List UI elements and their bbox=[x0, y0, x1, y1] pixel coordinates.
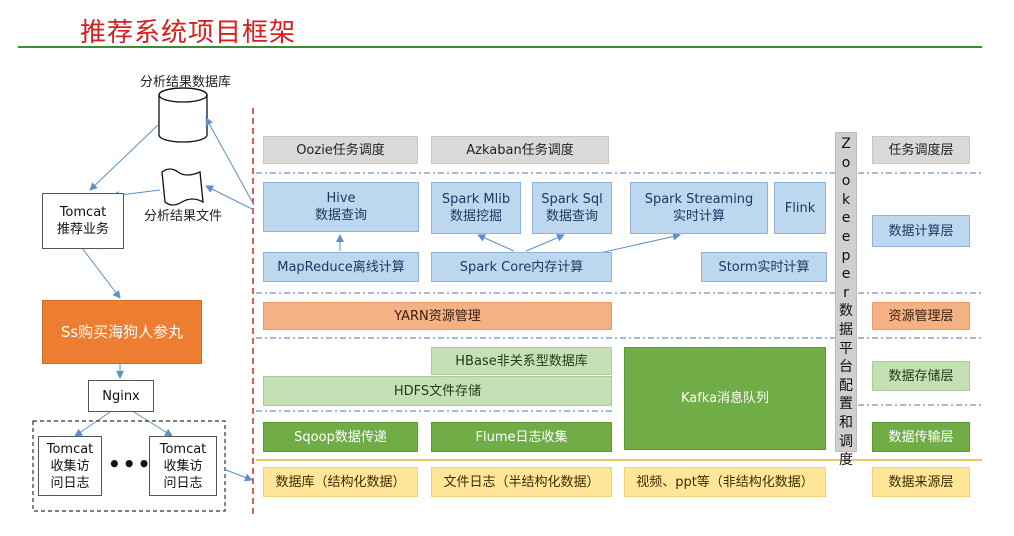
tomcat-log-box-2: Tomcat 收集访 问日志 bbox=[149, 436, 217, 496]
source-layer-label: 数据来源层 bbox=[872, 467, 970, 497]
source-log-box: 文件日志（半结构化数据） bbox=[431, 467, 612, 497]
tomcat-log-box-1: Tomcat 收集访 问日志 bbox=[38, 436, 102, 496]
sqoop-box: Sqoop数据传递 bbox=[263, 422, 418, 452]
database-icon bbox=[158, 87, 208, 143]
source-db-box: 数据库（结构化数据） bbox=[263, 467, 418, 497]
spark-streaming-box: Spark Streaming 实时计算 bbox=[630, 182, 768, 234]
source-video-box: 视频、ppt等（非结构化数据） bbox=[624, 467, 826, 497]
compute-layer-label: 数据计算层 bbox=[872, 215, 970, 247]
tomcat-recommend-box: Tomcat 推荐业务 bbox=[42, 193, 124, 249]
transport-layer-label: 数据传输层 bbox=[872, 422, 970, 452]
kafka-box: Kafka消息队列 bbox=[624, 347, 826, 450]
spark-core-box: Spark Core内存计算 bbox=[431, 252, 612, 282]
hdfs-box: HDFS文件存储 bbox=[263, 376, 612, 406]
app-box: Ss购买海狗人参丸 bbox=[42, 300, 202, 364]
zookeeper-bar: Z o o k e e p e r 数 据 平 台 配 置 和 调 度 bbox=[835, 132, 857, 468]
page-title: 推荐系统项目框架 bbox=[80, 18, 297, 48]
file-icon bbox=[161, 168, 204, 206]
nginx-box: Nginx bbox=[88, 380, 154, 412]
spark-mlib-box: Spark Mlib 数据挖掘 bbox=[431, 182, 521, 234]
title-underline bbox=[18, 46, 982, 48]
storm-box: Storm实时计算 bbox=[701, 252, 827, 282]
schedule-layer-label: 任务调度层 bbox=[872, 136, 970, 164]
database-label: 分析结果数据库 bbox=[140, 75, 232, 90]
hbase-box: HBase非关系型数据库 bbox=[431, 347, 612, 375]
mapreduce-box: MapReduce离线计算 bbox=[263, 252, 419, 282]
hive-box: Hive 数据查询 bbox=[263, 182, 419, 232]
oozie-box: Oozie任务调度 bbox=[263, 136, 418, 164]
ellipsis-dots: ••• bbox=[108, 452, 153, 476]
flume-box: Flume日志收集 bbox=[431, 422, 612, 452]
yarn-box: YARN资源管理 bbox=[263, 302, 612, 330]
spark-sql-box: Spark Sql 数据查询 bbox=[532, 182, 612, 234]
azkaban-box: Azkaban任务调度 bbox=[431, 136, 609, 164]
storage-layer-label: 数据存储层 bbox=[872, 361, 970, 391]
file-label: 分析结果文件 bbox=[144, 209, 223, 224]
flink-box: Flink bbox=[774, 182, 826, 234]
resource-layer-label: 资源管理层 bbox=[872, 302, 970, 330]
log-collector-group bbox=[32, 420, 226, 512]
